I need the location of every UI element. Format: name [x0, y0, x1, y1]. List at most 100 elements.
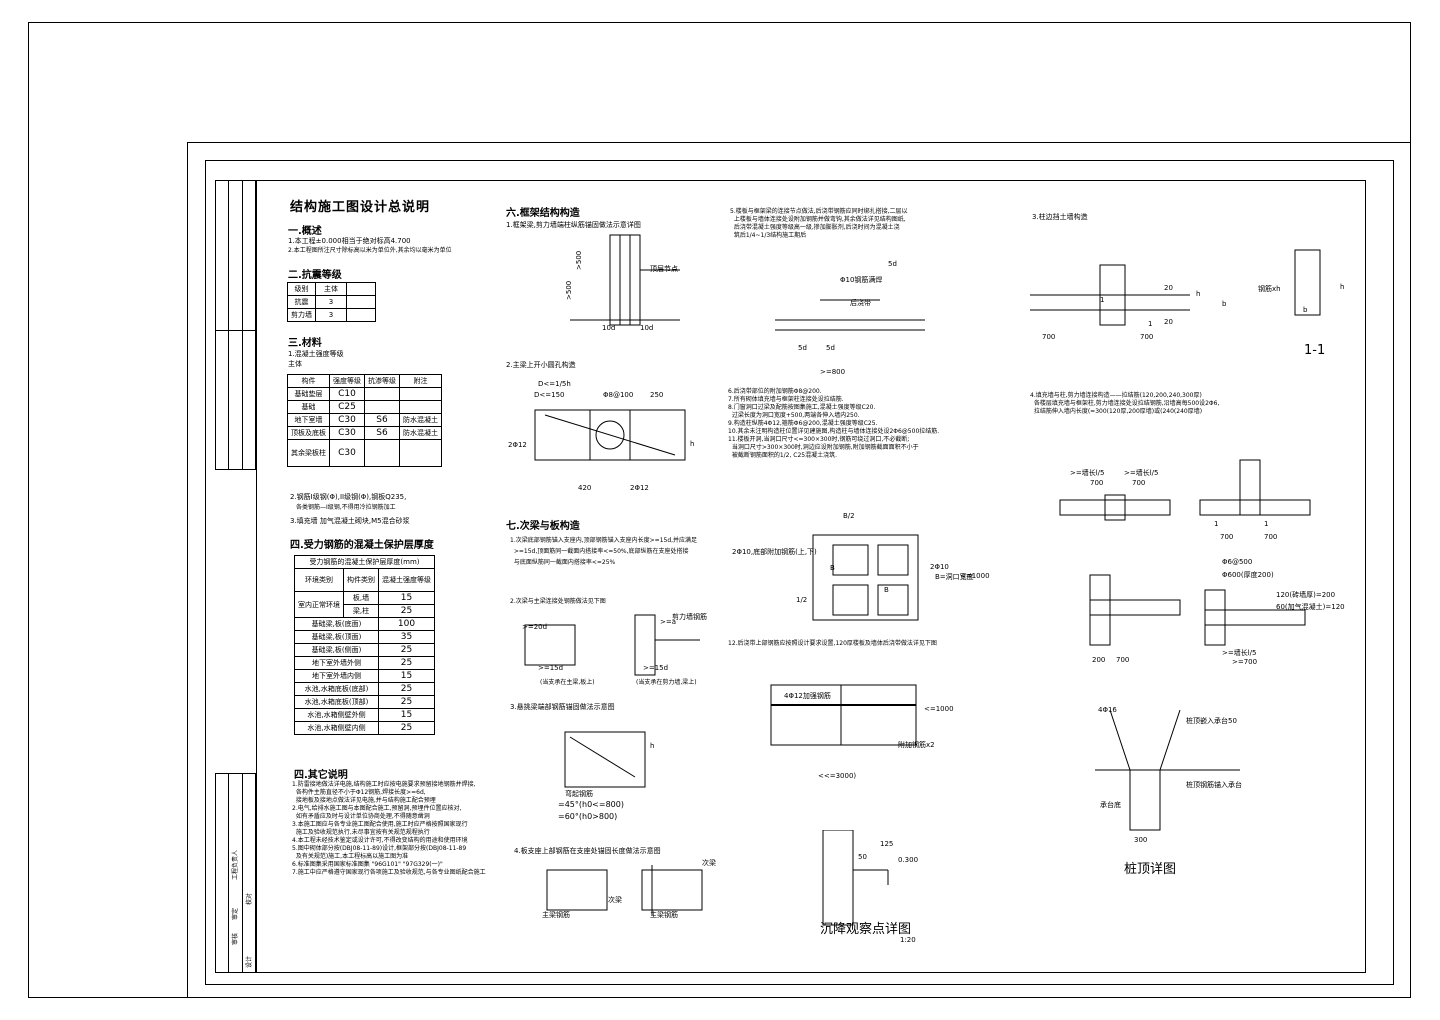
- section-heading: 二.抗震等级: [288, 270, 342, 281]
- note-line: 3.柱边挡土墙构造: [1032, 213, 1088, 221]
- section-caption: 1-1: [1304, 343, 1326, 358]
- note-line: 4.板支座上部钢筋在支座处锚固长度做法示意图: [514, 847, 661, 855]
- table-cell: 25: [378, 682, 435, 696]
- dim-label: 次梁: [608, 896, 622, 904]
- dim-label: >=20d: [522, 623, 548, 631]
- table-cell: 25: [378, 695, 435, 709]
- table-cell: 15: [378, 591, 435, 605]
- opening-outline: [832, 544, 869, 576]
- dim-label: >=墙长l/5: [1222, 649, 1257, 657]
- dim-label: B/2: [843, 512, 855, 520]
- dim-label: 120(砖墙厚)=200: [1276, 591, 1336, 599]
- dim-label: 700: [1140, 333, 1154, 341]
- dim-label: 2Φ12: [508, 441, 527, 449]
- column-outline: [1104, 494, 1126, 521]
- note-line: 2.钢筋I级钢(Φ),II级钢(Φ),钢板Q235,: [290, 493, 407, 501]
- table-cell: 25: [378, 604, 435, 618]
- table-cell: 水池,水箱底板(底部): [294, 682, 379, 696]
- dim-label: >500: [575, 250, 583, 270]
- strip-divider: [242, 773, 243, 973]
- note-block-4: 4.填充墙与柱,剪力墙连接构造——拉结筋(120,200,240,300厚) 各…: [1030, 392, 1360, 416]
- table-header: 混凝土强度等级: [378, 568, 435, 592]
- table-cell: 防水混凝土: [399, 426, 442, 440]
- dim-label: >=800: [820, 368, 846, 376]
- dim-label: 2Φ10,底部附加钢筋(上,下): [732, 548, 817, 556]
- scale-label: 1:20: [900, 936, 916, 944]
- note-line: 5.楼板与框架梁的连接节点做法,后浇带钢筋应同时绑扎搭接,二层以: [730, 208, 908, 215]
- retaining-wall-detail: [1030, 264, 1190, 326]
- wall-tie-detail-a: [1059, 494, 1171, 521]
- note-line: 4.本工程未经技术鉴定或设计许可,不得改变结构的用途和使用环境: [292, 837, 468, 844]
- beam-section: [546, 869, 608, 911]
- table-caption: 受力钢筋的混凝土保护层厚度(mm): [294, 555, 435, 569]
- strip-divider: [228, 773, 229, 973]
- strip-label: 设计: [246, 955, 253, 968]
- dim-label: 420: [578, 484, 592, 492]
- dim-label: <=1000: [960, 572, 990, 580]
- strip-label: 校对: [246, 892, 253, 905]
- dim-label: <<=3000): [818, 772, 857, 780]
- section-heading: 一.概述: [288, 226, 322, 237]
- note-line: 及有关规范)施工,本工程标高以施工图为准: [292, 853, 409, 860]
- section-heading: 六.框架结构构造: [506, 208, 580, 219]
- dim-label: b: [1222, 300, 1227, 308]
- note-line: 4.填充墙与柱,剪力墙连接构造——拉结筋(120,200,240,300厚): [1030, 392, 1202, 399]
- table-cell: 35: [378, 630, 435, 644]
- column-outline: [1089, 574, 1111, 646]
- table-cell: C30: [329, 439, 365, 467]
- dim-label: 1/2: [796, 596, 808, 604]
- opening-outline: [832, 584, 869, 616]
- note-line: 3.本施工图应与各专业施工图配合使用,施工时应严格按照国家现行: [292, 821, 468, 828]
- table-cell: 25: [378, 721, 435, 735]
- sheet-title: 结构施工图设计总说明: [290, 200, 431, 215]
- dim-label: h: [650, 742, 655, 750]
- dim-label: B: [884, 586, 889, 594]
- dim-label: >=墙长l/5: [1070, 469, 1105, 477]
- dim-label: 4Φ12加强钢筋: [784, 692, 831, 700]
- table-cell: 抗震: [287, 295, 316, 309]
- dim-label: 700: [1264, 533, 1278, 541]
- note-line: 筑后1/4~1/3结构施工期后: [730, 232, 807, 239]
- column-outline: [609, 234, 641, 326]
- title-strip-bottom: [215, 773, 256, 973]
- strip-divider: [215, 330, 256, 331]
- cover-thickness-table: 受力钢筋的混凝土保护层厚度(mm) 环境类别构件类别混凝土强度等级 室内正常环境…: [294, 555, 435, 735]
- beam-section: [524, 624, 576, 666]
- dim-label: 60(加气混凝土)=120: [1276, 603, 1345, 611]
- dim-label: 后浇带: [850, 299, 871, 307]
- dim-label: 700: [1090, 479, 1104, 487]
- slab-outline: [812, 534, 919, 621]
- note-block-items: 6.后浇带部位的附加钢筋Φ8@200. 7.所有砌体填充墙与框架柱连接处设拉结筋…: [728, 388, 1028, 460]
- dim-label: D<=1/5h: [538, 380, 571, 388]
- table-cell: C30: [329, 413, 365, 427]
- dim-label: 桩顶钢筋锚入承台: [1186, 781, 1242, 789]
- dim-label: 钢筋xh: [1258, 285, 1281, 293]
- note-line: 施工及验收规范执行,未尽事宜按有关规范规程执行: [292, 829, 430, 836]
- settlement-caption: 沉降观察点详图: [820, 922, 912, 937]
- note-line: 9.构造柱纵筋4Φ12,箍筋Φ6@200,混凝土强度等级C25.: [728, 420, 878, 427]
- table-cell: C30: [329, 426, 365, 440]
- drawing-frame-outer: [187, 142, 1411, 998]
- strip-divider: [242, 180, 243, 470]
- note-line: 2.主梁上开小圆孔构造: [506, 361, 576, 369]
- dim-label: 顶层节点: [650, 265, 678, 273]
- table-cell: 板,墙: [343, 591, 379, 605]
- dim-label: >=a: [660, 618, 677, 626]
- table-header: 强度等级: [329, 374, 365, 388]
- table-cell: 地下室外墙外侧: [294, 656, 379, 670]
- table-cell: 水池,水箱底板(顶部): [294, 695, 379, 709]
- beam-anchorage-detail: [570, 234, 680, 326]
- note-line: 如有矛盾应及时与设计单位协商处理,不得随意凿洞: [292, 813, 430, 820]
- wall-outline: [1059, 499, 1171, 516]
- note-line: 2.本工程图所注尺寸除标高以米为单位外,其余均以毫米为单位: [288, 247, 452, 254]
- column-outline: [822, 830, 854, 926]
- note-line: 接地板及接地点做法详见电施,并与结构施工配合预埋: [292, 797, 436, 804]
- note-line: 被截断钢筋面积的1/2, C25混凝土浇筑.: [728, 452, 838, 459]
- post-cast-plan-detail: [770, 684, 917, 746]
- section-heading: 四.其它说明: [294, 770, 348, 781]
- strip-label: 审定: [232, 907, 239, 920]
- opening-outline: [877, 544, 909, 576]
- table-cell: 基础梁,板(顶面): [294, 630, 379, 644]
- dim-label: Φ8@100: [603, 391, 634, 399]
- dim-label: 700: [1116, 656, 1130, 664]
